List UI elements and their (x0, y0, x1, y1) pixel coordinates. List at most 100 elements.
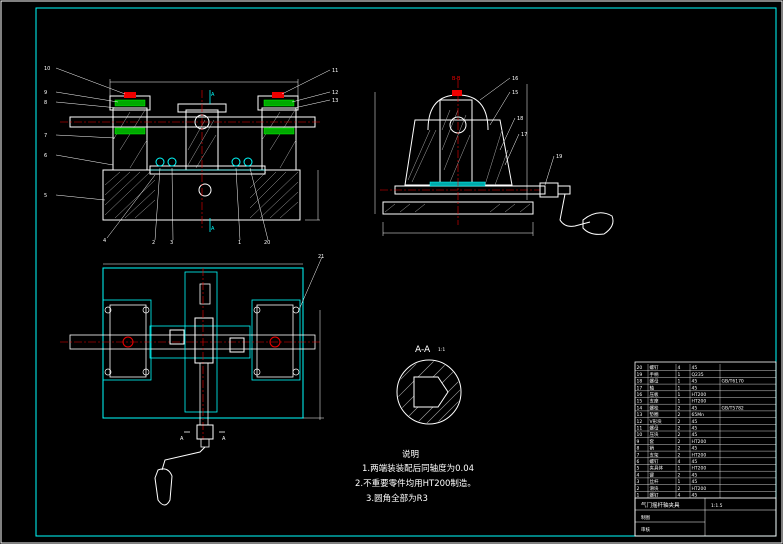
bom-cell: 2 (678, 426, 681, 432)
bom-cell: 12 (637, 419, 643, 425)
bom-cell: 45 (692, 385, 698, 391)
bom-cell: 45 (692, 432, 698, 438)
side-view (374, 80, 614, 236)
balloon-front-2: 2 (152, 240, 155, 246)
inner-border (35, 7, 777, 537)
bom-cell: Q235 (692, 372, 704, 378)
bom-cell: 夹具体 (650, 465, 664, 472)
notes-line-3: 3.圆角全部为R3 (366, 494, 428, 504)
bom-cell: 15 (637, 399, 643, 405)
balloon-front-13: 13 (332, 98, 338, 104)
bom-cell: 螺栓 (650, 404, 659, 411)
bom-cell: HT200 (692, 392, 707, 398)
balloon-front-9: 9 (44, 90, 47, 96)
bom-cell: 1 (678, 479, 681, 485)
front-view-balloon-labels: 10 9 8 7 6 5 4 2 3 1 20 11 12 13 A A (44, 66, 338, 246)
bom-cell: 19 (637, 372, 643, 378)
bom-cell: 螺母 (650, 425, 659, 432)
section-mark-top: A (211, 92, 215, 98)
section-title: A-A (415, 345, 431, 355)
bom-cell: 1 (678, 399, 681, 405)
plan-view-labels: A A 21 (180, 254, 324, 442)
bom-cell: HT200 (692, 466, 707, 472)
bom-cell: 5 (637, 466, 640, 472)
view-label-b-b: B-B (452, 76, 461, 82)
balloon-front-5: 5 (44, 193, 47, 199)
bom-cell: 螺钉 (650, 364, 659, 371)
bom-cell: 6 (637, 459, 640, 465)
balloon-side-17: 17 (521, 132, 527, 138)
balloon-side-19: 19 (556, 154, 562, 160)
bom-cell: 2 (678, 446, 681, 452)
bom-cell: HT200 (692, 486, 707, 492)
section-a-a: A-A 1:1 (396, 345, 462, 425)
bom-cell: 3 (637, 479, 640, 485)
notes-line-2: 2.不重要零件均用HT200制造。 (355, 479, 476, 489)
bom-cell: 17 (637, 385, 643, 391)
bom-cell: 键 (650, 471, 655, 478)
bom-cell: 45 (692, 365, 698, 371)
bom-cell: 垫圈 (650, 411, 659, 418)
bom-cell: 压块 (650, 431, 659, 438)
bom-cell: 支架 (650, 451, 659, 458)
plan-section-mark-left: A (180, 436, 184, 442)
side-view-balloons (479, 77, 555, 186)
bom-cell: 11 (637, 426, 643, 432)
bom-cell: GB/T5782 (722, 405, 744, 411)
bom-cell: 2 (678, 419, 681, 425)
bom-cell: 45 (692, 446, 698, 452)
section-mark-bottom: A (211, 226, 215, 232)
bom-cell: 4 (678, 365, 681, 371)
bom-cell: 4 (678, 493, 681, 499)
bom-cell: 轴 (650, 384, 655, 391)
bom-cell: 手柄 (650, 371, 659, 378)
section-scale: 1:1 (438, 347, 445, 353)
balloon-front-20: 20 (264, 240, 270, 246)
notes-heading: 说明 (402, 450, 420, 460)
balloon-front-7: 7 (44, 133, 47, 139)
balloon-front-10: 10 (44, 66, 50, 72)
bom-cell: 45 (692, 493, 698, 499)
title-block-drawn: 制图 (641, 514, 650, 521)
title-block-checked: 审核 (641, 526, 650, 533)
balloon-side-18: 18 (517, 116, 523, 122)
front-view (60, 79, 320, 232)
balloon-side-15: 15 (512, 90, 518, 96)
bom-cell: 压板 (650, 391, 659, 398)
bom-cell: V形块 (650, 418, 663, 425)
bom-cell: 4 (637, 472, 640, 478)
bom-cell: 9 (637, 439, 640, 445)
bom-cell: 14 (637, 405, 643, 411)
bom-cell: 1 (678, 392, 681, 398)
notes-line-1: 1.两端装装配后同轴度为0.04 (362, 464, 475, 474)
title-block-scale: 1:1.5 (711, 503, 723, 509)
balloon-front-6: 6 (44, 153, 47, 159)
bom-cell: 2 (678, 452, 681, 458)
bom-cell: HT200 (692, 399, 707, 405)
balloon-front-3: 3 (170, 240, 173, 246)
bom-cell: 7 (637, 452, 640, 458)
bom-cell: 2 (678, 472, 681, 478)
bom-cell: 18 (637, 379, 643, 385)
bom-cell: 45 (692, 405, 698, 411)
bom-cell: GB/T6170 (722, 379, 744, 385)
front-view-balloons (55, 67, 331, 241)
balloon-front-11: 11 (332, 68, 338, 74)
plan-view (60, 256, 324, 506)
bom-cell: 丝杆 (650, 478, 659, 485)
bom-cell: 1 (678, 372, 681, 378)
balloon-front-8: 8 (44, 100, 47, 106)
plan-section-mark-right: A (222, 436, 226, 442)
bom-cell: 支座 (650, 398, 659, 405)
bom-cell: 45 (692, 459, 698, 465)
bom-cell: 1 (678, 379, 681, 385)
bom-cell: 2 (637, 486, 640, 492)
balloon-front-1: 1 (238, 240, 241, 246)
bom-cell: 1 (637, 493, 640, 499)
bom-cell: 45 (692, 426, 698, 432)
bom-cell: 4 (678, 459, 681, 465)
